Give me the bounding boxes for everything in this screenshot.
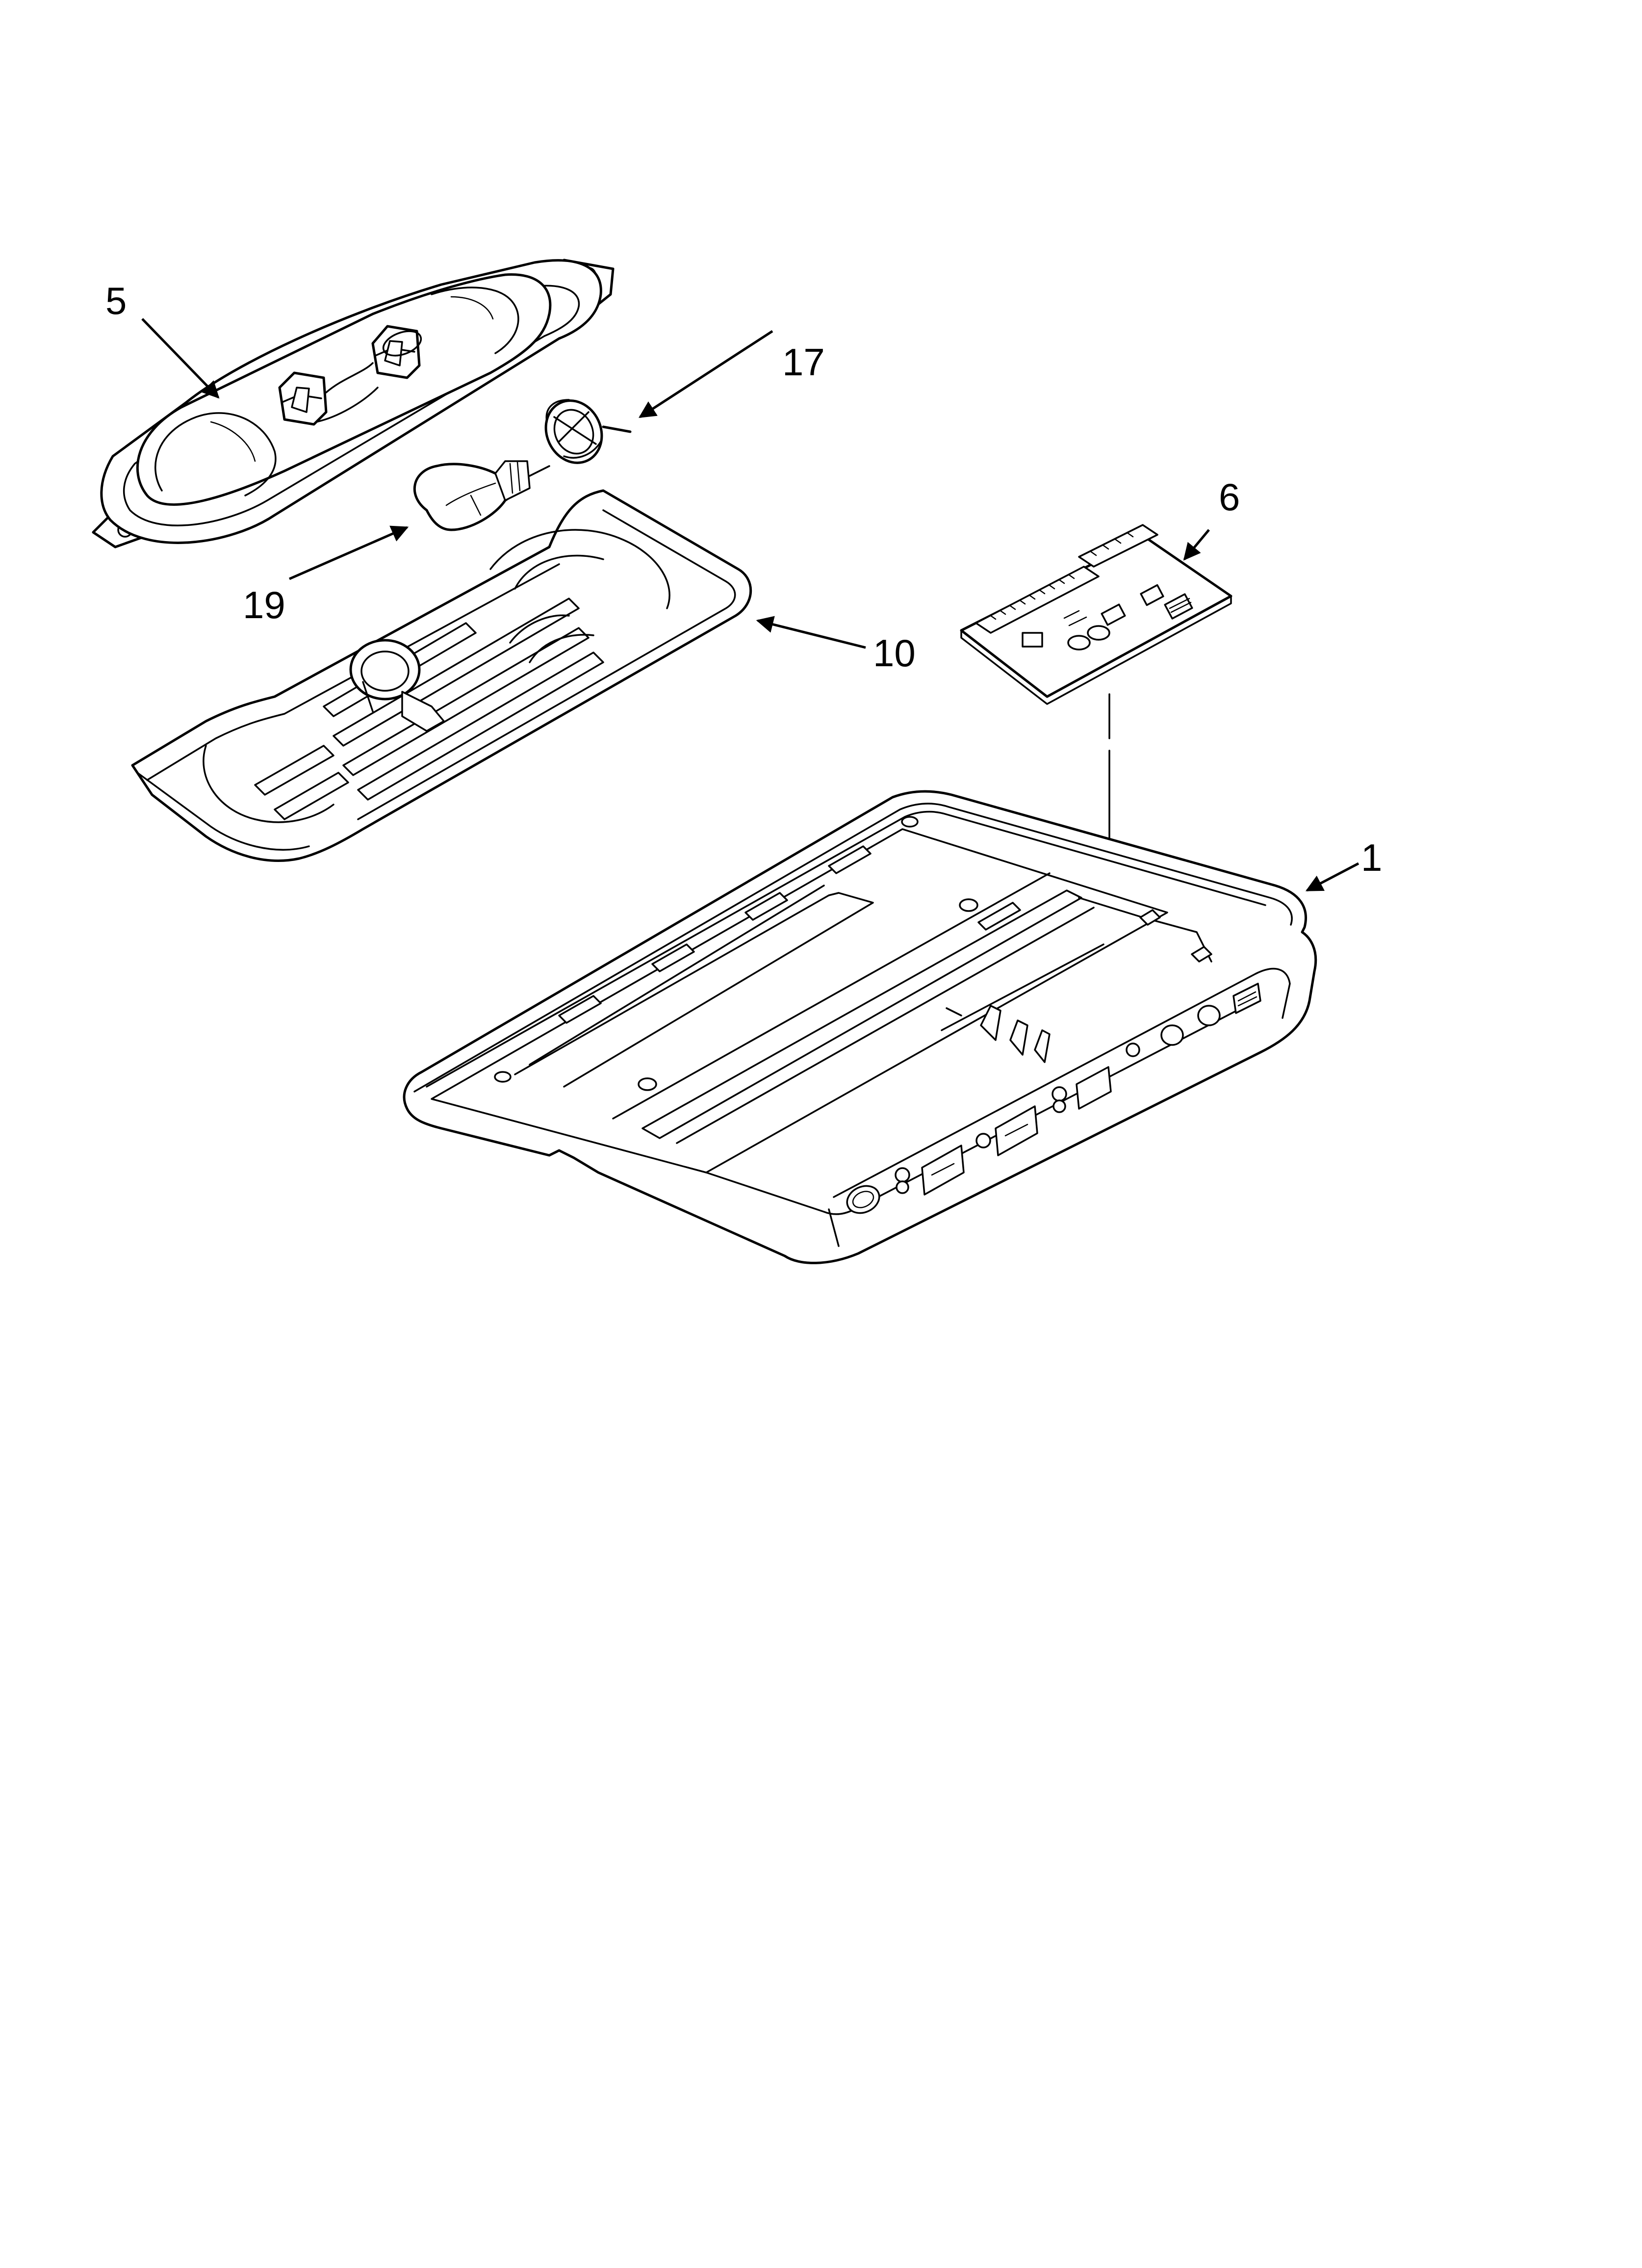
callout-6: 6 — [1219, 475, 1240, 519]
control-board-part — [960, 524, 1232, 705]
light-lens-part — [131, 489, 752, 862]
callout-leaders — [141, 318, 1360, 892]
callout-labels: 5 17 19 10 6 1 — [105, 279, 1382, 879]
callout-5: 5 — [105, 279, 127, 322]
callout-17: 17 — [782, 340, 825, 384]
callout-19: 19 — [243, 583, 285, 626]
lamp-socket-part — [544, 399, 632, 464]
console-tray-part — [403, 790, 1317, 1264]
light-housing-part — [92, 259, 615, 548]
light-bulb-part — [413, 460, 550, 531]
callout-1: 1 — [1361, 836, 1382, 879]
callout-10: 10 — [873, 631, 916, 675]
